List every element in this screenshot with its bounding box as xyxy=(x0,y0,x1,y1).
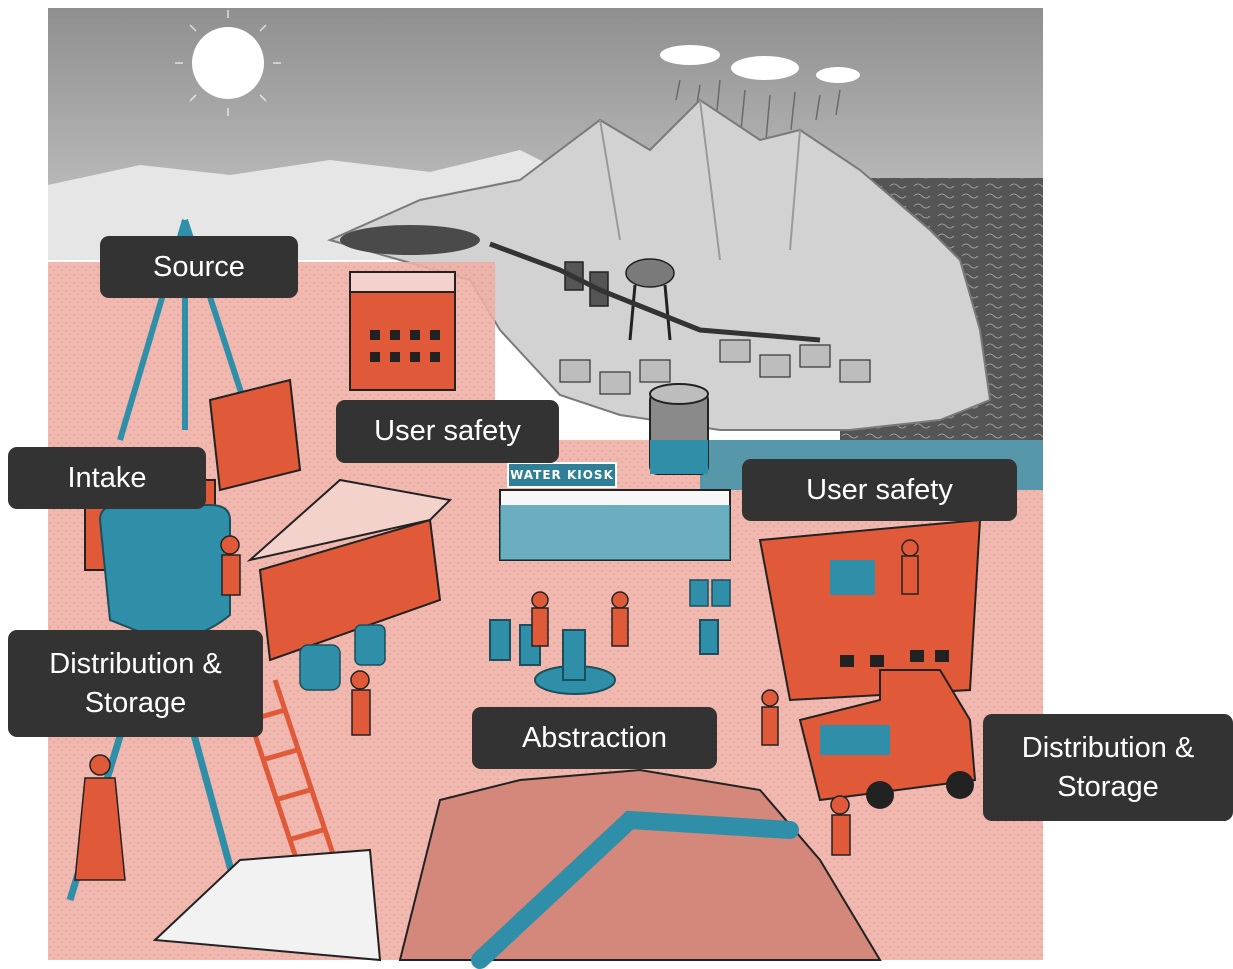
concrete-tank xyxy=(152,848,382,962)
label-distribution-storage-right-text: Distribution & Storage xyxy=(1021,731,1195,803)
blue-water-tank xyxy=(98,504,231,642)
pickup-truck xyxy=(798,669,977,809)
tower-building xyxy=(349,271,456,391)
people xyxy=(74,535,919,881)
label-user-safety-right: User safety xyxy=(742,459,1017,521)
rain-clouds xyxy=(660,45,860,83)
label-abstraction-text: Abstraction xyxy=(521,721,668,754)
label-intake-text: Intake xyxy=(67,461,147,494)
label-intake: Intake xyxy=(8,447,206,509)
water-containers xyxy=(299,579,731,691)
label-abstraction: Abstraction xyxy=(472,707,717,769)
label-user-safety-center-text: User safety xyxy=(374,415,521,447)
grey-village xyxy=(559,339,871,395)
hand-pump xyxy=(489,619,719,695)
label-distribution-storage-left: Distribution & Storage xyxy=(8,630,263,737)
label-source: Source xyxy=(100,236,298,298)
sun-icon xyxy=(175,10,281,116)
label-distribution-storage-left-text: Distribution & Storage xyxy=(49,647,222,719)
treatment-plant xyxy=(564,258,675,341)
rain xyxy=(675,79,841,141)
blue-pipe xyxy=(471,810,799,969)
label-distribution-storage-right: Distribution & Storage xyxy=(983,714,1233,821)
label-source-text: Source xyxy=(153,250,245,283)
lake xyxy=(340,225,480,255)
label-user-safety-center: User safety xyxy=(336,400,559,463)
right-house xyxy=(758,518,982,702)
label-user-safety-right-text: User safety xyxy=(806,473,953,506)
water-kiosk xyxy=(499,383,731,561)
water-kiosk-sign: WATER KIOSK xyxy=(507,462,617,488)
